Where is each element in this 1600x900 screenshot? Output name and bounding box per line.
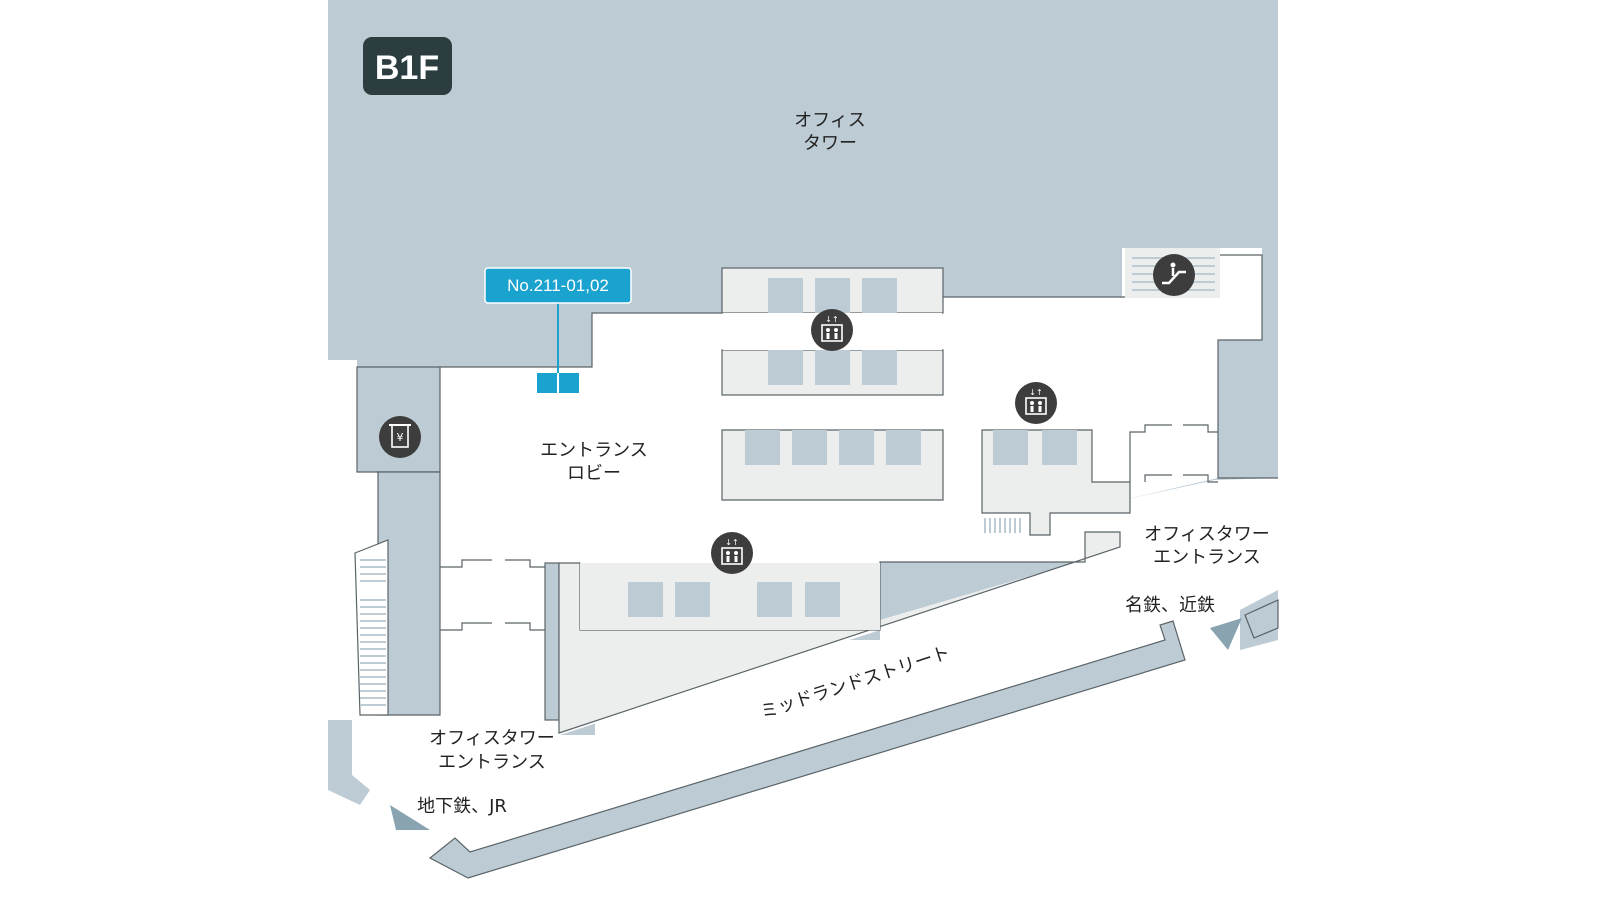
elevator-icon: ↓↑ (711, 532, 753, 574)
unit-tag-label: No.211-01,02 (507, 276, 609, 295)
lobby-outline (440, 312, 722, 368)
middle-elevator-car (886, 430, 921, 465)
office-tower-entrance-right-label: オフィスタワー (1144, 524, 1270, 545)
arrow-triangle-icon (390, 805, 430, 830)
elevator-car (862, 350, 897, 385)
middle-elevator-car (792, 430, 827, 465)
entrance-lobby-label: ロビー (567, 463, 621, 484)
elevator-car (768, 278, 803, 313)
unit-highlight[interactable] (559, 373, 579, 393)
svg-text:¥: ¥ (397, 431, 404, 444)
left-stairs-steps (360, 559, 386, 706)
elevator-icon: ↓↑ (811, 309, 853, 351)
office-tower-label: オフィス (794, 110, 866, 131)
floor-label: B1F (375, 49, 439, 87)
midland-street-band (428, 620, 1186, 879)
lower-elevator-car (675, 582, 710, 617)
office-tower-entrance-left-label: エントランス (438, 752, 546, 773)
escalator-icon (1153, 254, 1195, 296)
lower-elevator-car (805, 582, 840, 617)
entrance-lobby-label: エントランス (540, 440, 648, 461)
right-stairs-steps (984, 518, 1021, 533)
outdoor-area (328, 360, 1278, 900)
subway-jr-label: 地下鉄、JR (417, 796, 507, 817)
office-tower-entrance-left-label: オフィスタワー (429, 728, 555, 749)
office-tower-entrance-right-label: エントランス (1153, 547, 1261, 568)
elevator-car (768, 350, 803, 385)
floor-badge: B1F (363, 37, 452, 95)
svg-text:↓↑: ↓↑ (1029, 388, 1042, 397)
right-doorways (1129, 424, 1218, 483)
elevator-car (815, 350, 850, 385)
lower-elevator-car (628, 582, 663, 617)
right-wedge (1244, 599, 1279, 639)
office-tower-label: タワー (803, 133, 857, 154)
unit-highlight[interactable] (537, 373, 557, 393)
left-doorways (440, 559, 545, 631)
meitetsu-kintetsu-label: 名鉄、近鉄 (1125, 595, 1215, 616)
svg-text:↓↑: ↓↑ (725, 538, 738, 547)
left-entrance-strip (544, 562, 560, 721)
atm-yen-icon: ¥ (379, 416, 421, 458)
right-elevator-car (1042, 430, 1077, 465)
middle-elevator-car (745, 430, 780, 465)
arrow-triangle-icon (1210, 618, 1242, 650)
elevator-icon: ↓↑ (1015, 382, 1057, 424)
svg-text:↓↑: ↓↑ (825, 315, 838, 324)
elevator-car (862, 278, 897, 313)
lower-elevator-car (757, 582, 792, 617)
lobby-outline-right (1217, 254, 1278, 479)
elevator-car (815, 278, 850, 313)
middle-elevator-car (839, 430, 874, 465)
unit-tag[interactable]: No.211-01,02 (484, 267, 632, 304)
right-elevator-car (993, 430, 1028, 465)
